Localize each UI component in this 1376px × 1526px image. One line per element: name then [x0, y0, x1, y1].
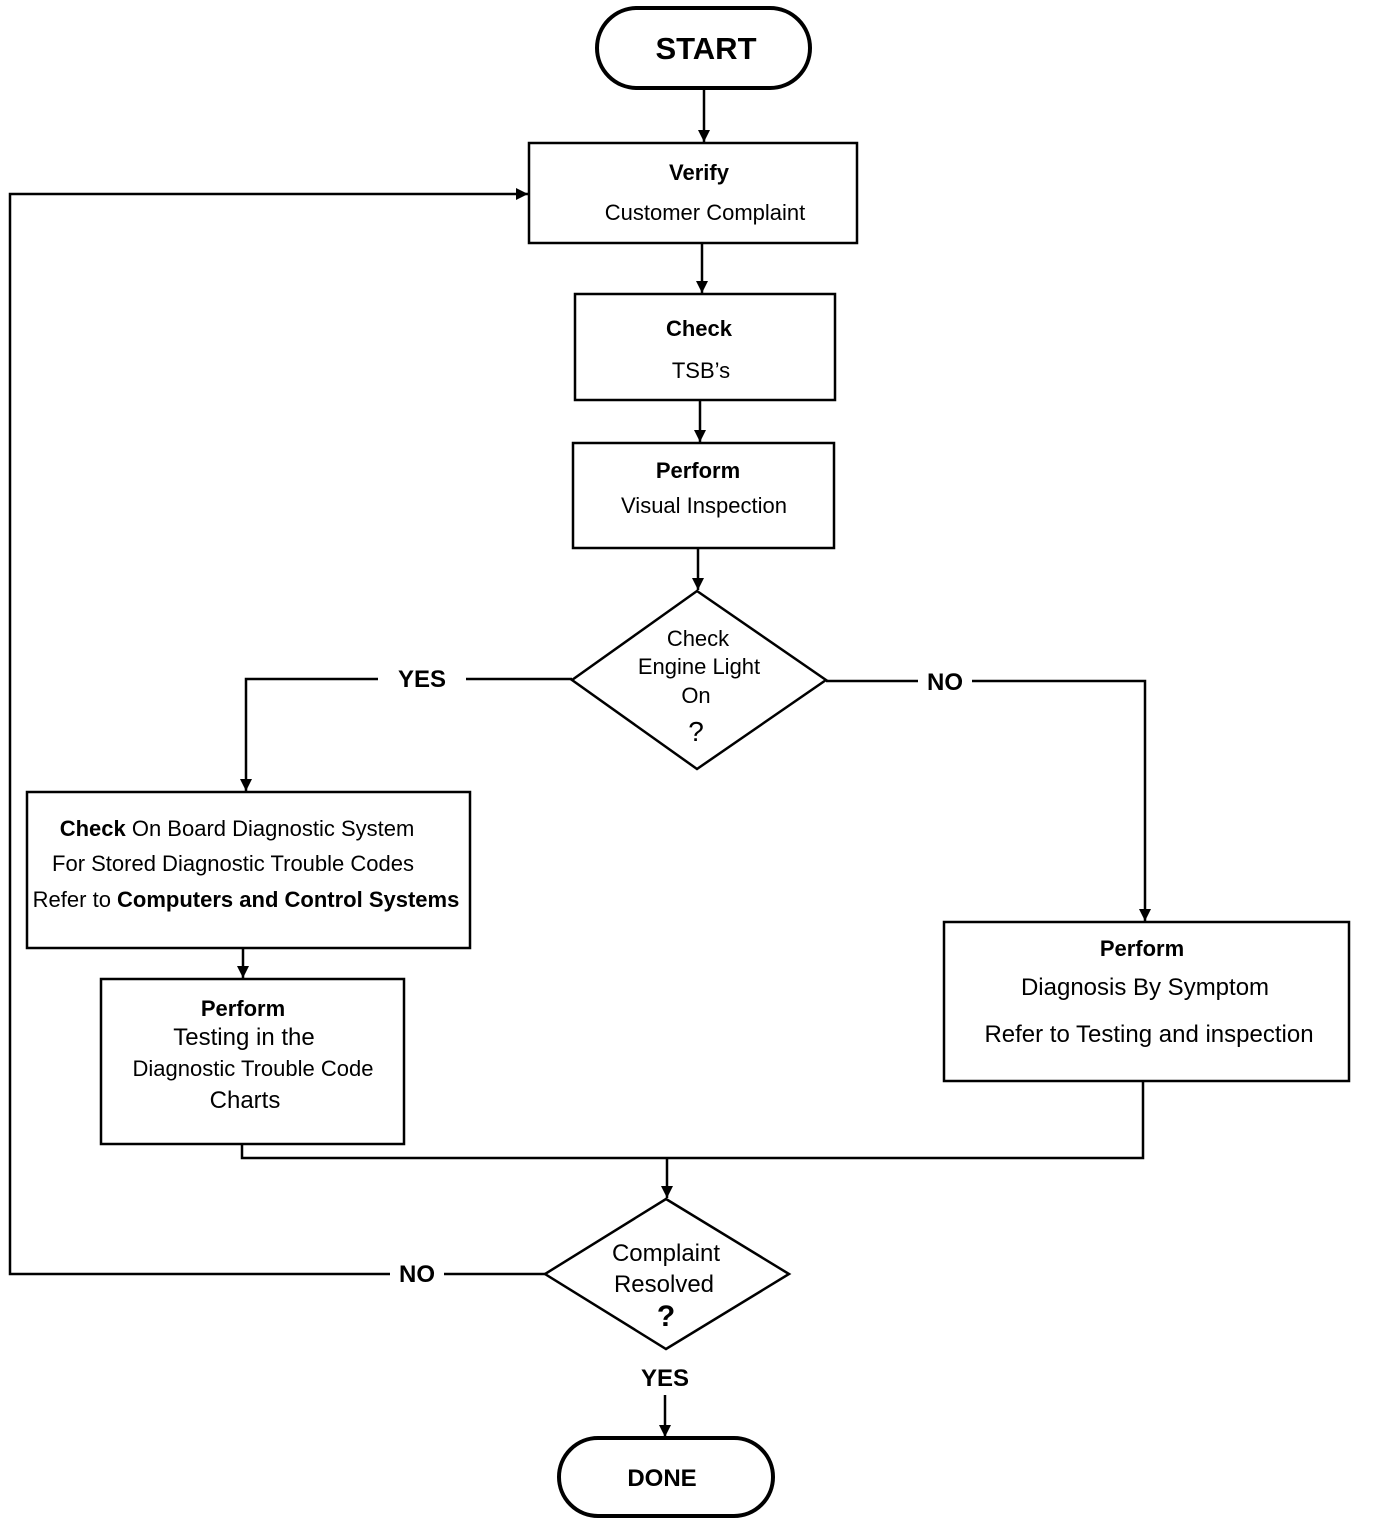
check-tsb-box: Check TSB’s — [573, 292, 837, 402]
decision-check-engine-light: Check Engine Light On ? — [569, 589, 829, 771]
yes-label-cel: YES — [398, 666, 446, 693]
verify-complaint-box: Verify Customer Complaint — [527, 141, 859, 245]
decision-resolved-line1: Complaint — [612, 1240, 720, 1267]
obd-line1: Check On Board Diagnostic System — [60, 816, 415, 841]
decision-cel-mark: ? — [688, 716, 704, 747]
start-terminal: START — [595, 6, 812, 90]
verify-text: Customer Complaint — [605, 200, 806, 225]
dtc-testing-box: Perform Testing in the Diagnostic Troubl… — [99, 977, 406, 1146]
decision-cel-line2: Engine Light — [638, 654, 760, 679]
symptom-line1: Diagnosis By Symptom — [1021, 974, 1269, 1001]
connector-no-loop-back-to-verify — [8, 188, 528, 1276]
check-tsb-heading: Check — [666, 316, 733, 341]
dtc-line1: Testing in the — [173, 1024, 314, 1051]
check-tsb-text: TSB’s — [672, 358, 730, 383]
done-terminal: DONE — [557, 1436, 775, 1518]
symptom-line2: Refer to Testing and inspection — [984, 1021, 1313, 1048]
yes-label-resolved: YES — [641, 1365, 689, 1392]
decision-cel-line3: On — [681, 683, 710, 708]
no-label-resolved: NO — [399, 1261, 435, 1288]
dtc-line2: Diagnostic Trouble Code — [133, 1056, 374, 1081]
obd-line3: Refer to Computers and Control Systems — [33, 887, 460, 912]
start-label: START — [655, 31, 756, 66]
dtc-line3: Charts — [210, 1087, 281, 1114]
symptom-heading: Perform — [1100, 936, 1184, 961]
decision-resolved-line2: Resolved — [614, 1271, 714, 1298]
visual-heading: Perform — [656, 458, 740, 483]
connector-dtc-merge — [240, 1082, 1145, 1160]
connectors — [8, 88, 1151, 1437]
obd-check-box: Check On Board Diagnostic System For Sto… — [25, 790, 472, 950]
decision-cel-line1: Check — [667, 626, 730, 651]
obd-line2: For Stored Diagnostic Trouble Codes — [52, 851, 414, 876]
dtc-heading: Perform — [201, 996, 285, 1021]
connector-yes-branch-to-obd — [240, 677, 378, 791]
decision-complaint-resolved: Complaint Resolved ? — [542, 1197, 792, 1351]
decision-resolved-mark: ? — [657, 1300, 675, 1333]
connector-no-branch-to-symptom — [972, 679, 1151, 921]
verify-heading: Verify — [669, 160, 730, 185]
done-label: DONE — [627, 1465, 696, 1492]
visual-text: Visual Inspection — [621, 493, 787, 518]
visual-inspection-box: Perform Visual Inspection — [571, 441, 836, 550]
no-label-cel: NO — [927, 669, 963, 696]
symptom-diagnosis-box: Perform Diagnosis By Symptom Refer to Te… — [942, 920, 1351, 1083]
